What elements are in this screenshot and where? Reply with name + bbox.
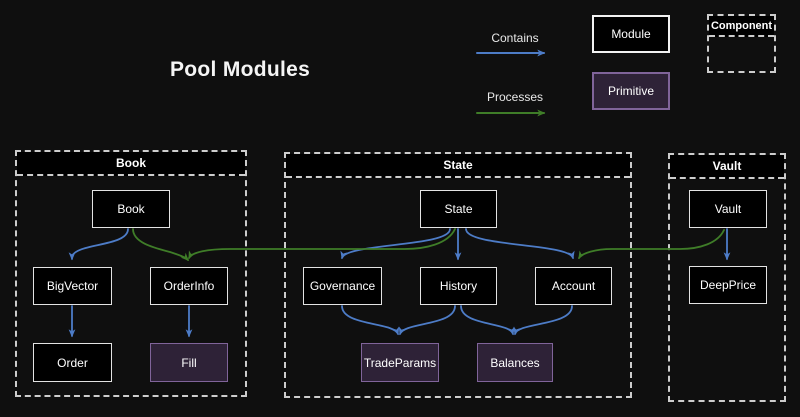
cluster-book: Book <box>15 150 247 397</box>
node-bigvector: BigVector <box>33 267 112 305</box>
node-state: State <box>420 190 497 228</box>
node-order: Order <box>33 343 112 382</box>
cluster-vault-label: Vault <box>712 159 742 173</box>
legend-component-title: Component <box>709 16 774 37</box>
node-balances: Balances <box>477 343 553 382</box>
legend-module-box: Module <box>592 15 670 53</box>
node-book-label: Book <box>117 202 145 216</box>
cluster-book-title: Book <box>17 152 245 176</box>
cluster-vault: Vault <box>668 153 786 402</box>
legend-component-box: Component <box>707 14 776 73</box>
node-deepprice-label: DeepPrice <box>699 278 757 292</box>
legend-module-label: Module <box>611 27 651 41</box>
legend-component-label: Component <box>710 19 773 32</box>
node-bigvector-label: BigVector <box>46 279 99 293</box>
node-tradeparams: TradeParams <box>361 343 439 382</box>
node-deepprice: DeepPrice <box>689 266 767 304</box>
node-governance-label: Governance <box>309 279 376 293</box>
node-governance: Governance <box>303 267 382 305</box>
cluster-book-label: Book <box>116 156 146 170</box>
page-title: Pool Modules <box>170 58 311 81</box>
cluster-state-label: State <box>443 158 473 172</box>
node-state-label: State <box>444 202 473 216</box>
node-order-label: Order <box>57 355 88 370</box>
node-fill-label: Fill <box>181 355 197 370</box>
node-tradeparams-label: TradeParams <box>363 355 437 370</box>
node-orderinfo: OrderInfo <box>150 267 228 305</box>
node-vault: Vault <box>689 190 767 228</box>
node-balances-label: Balances <box>490 355 540 370</box>
node-account: Account <box>535 267 612 305</box>
node-account-label: Account <box>551 279 596 293</box>
legend-primitive-label: Primitive <box>607 84 654 98</box>
cluster-state: State <box>284 152 632 398</box>
legend-processes-label: Processes <box>486 90 544 104</box>
legend-contains-label: Contains <box>491 31 539 45</box>
node-history: History <box>420 267 497 305</box>
node-orderinfo-label: OrderInfo <box>163 279 215 293</box>
cluster-vault-title: Vault <box>670 155 784 179</box>
node-history-label: History <box>439 279 478 293</box>
node-book: Book <box>92 190 170 228</box>
cluster-state-title: State <box>286 154 630 178</box>
legend-primitive-box: Primitive <box>592 72 670 110</box>
node-vault-label: Vault <box>714 202 742 216</box>
node-fill: Fill <box>150 343 228 382</box>
